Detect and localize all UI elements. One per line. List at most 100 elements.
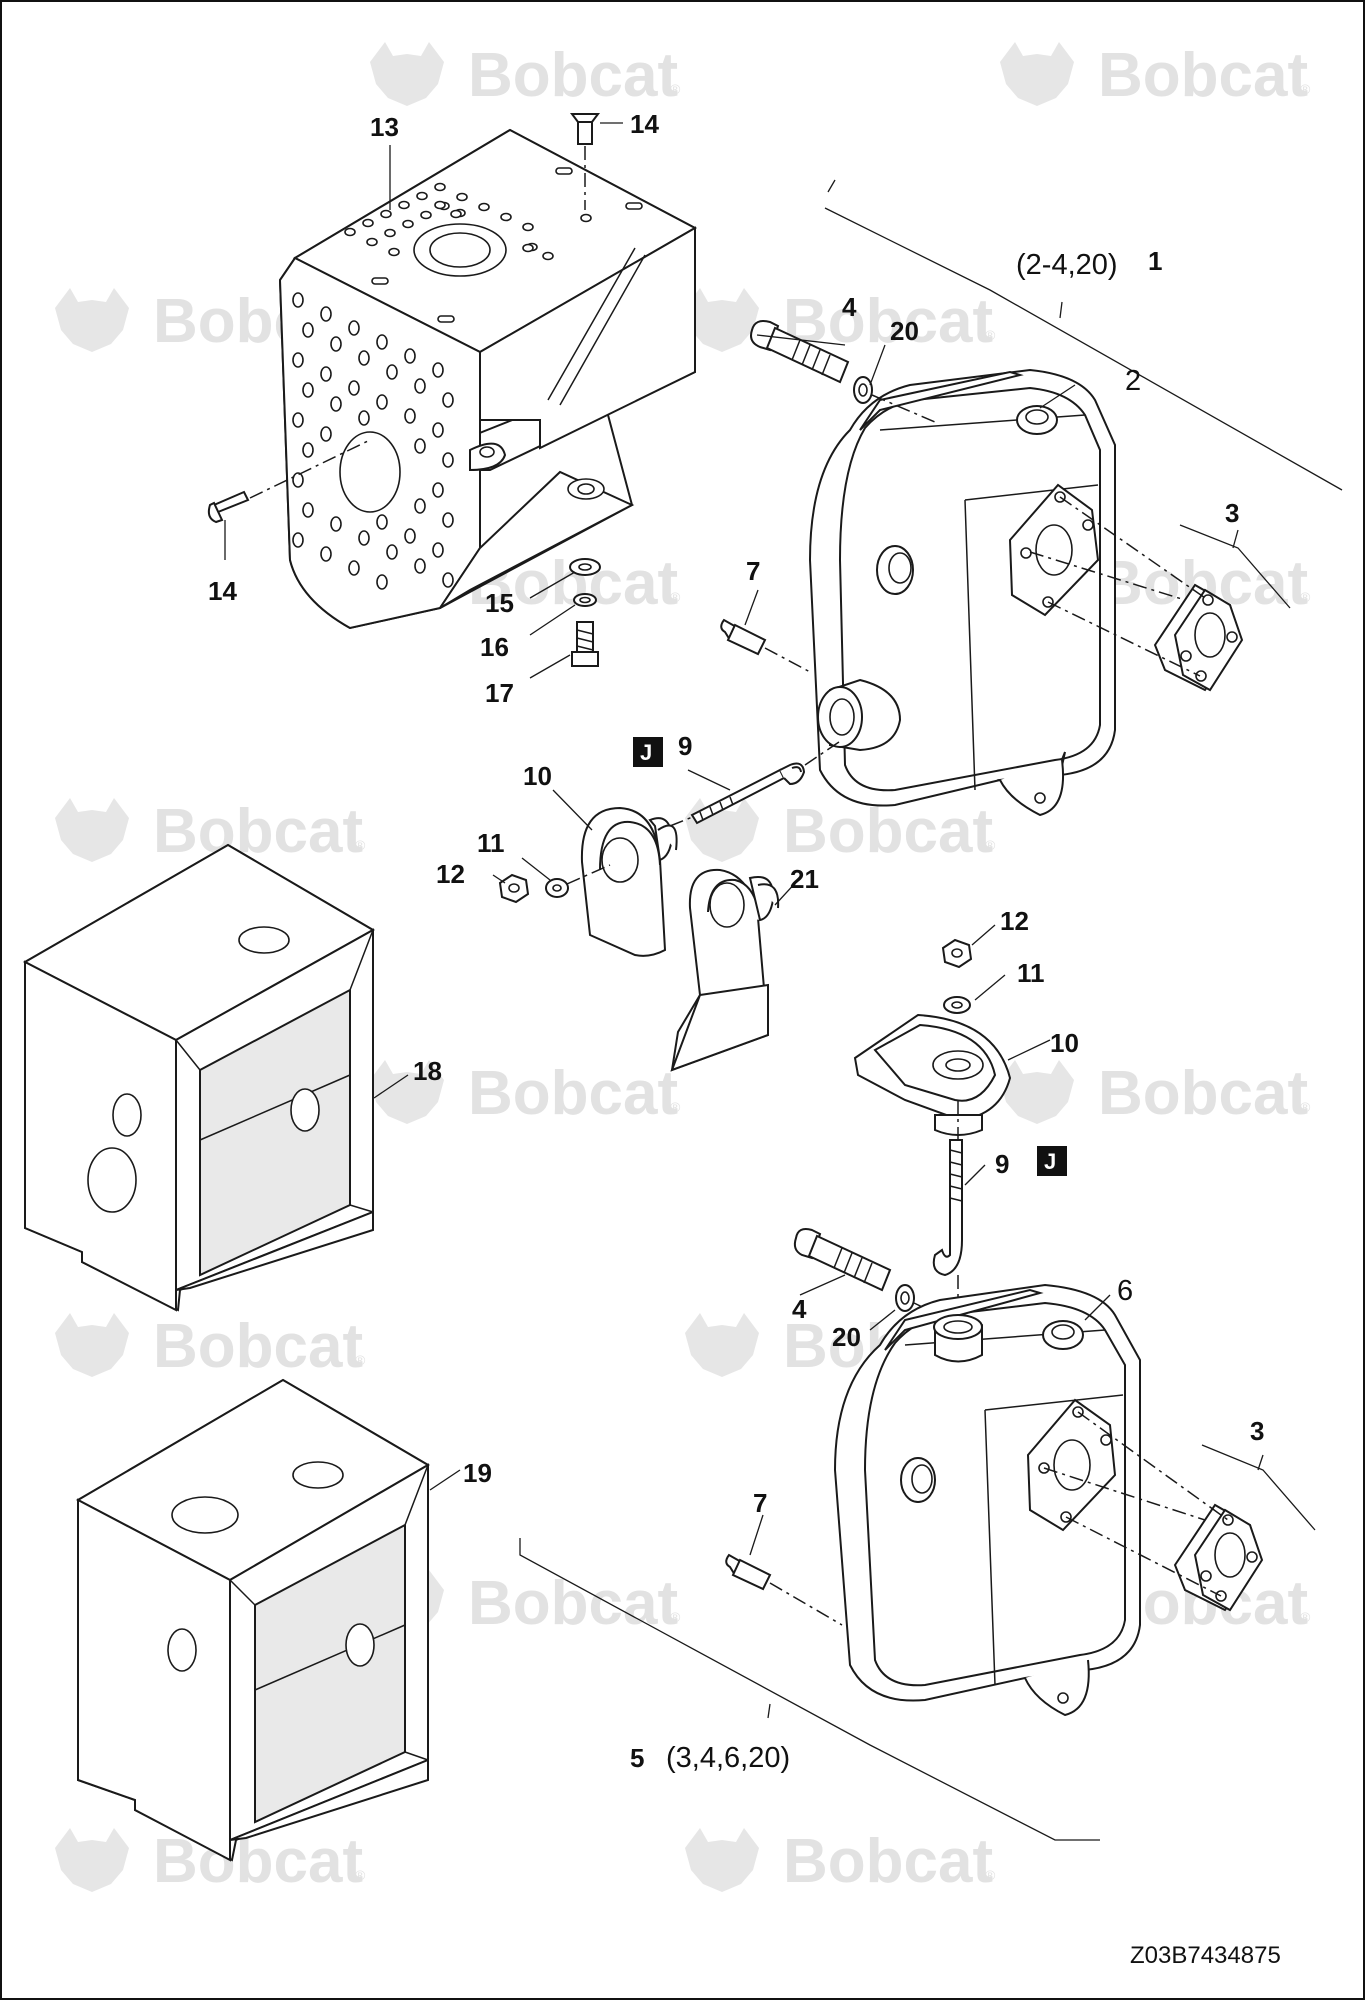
perforation-hole [376,394,388,410]
perforation-hole [348,380,360,396]
perforation-hole [404,348,416,364]
callout-12-upper: 12 [436,859,465,889]
marker-j-upper [633,737,663,767]
perforation-hole [386,544,398,560]
perforation-hole [358,350,370,366]
enclosure-18 [22,843,376,1312]
gasket-3-lower [1043,1411,1264,1612]
bobcat-watermark-reg: ® [1300,1609,1311,1625]
bobcat-logo-icon [370,1060,444,1124]
perforation-hole [434,182,446,192]
perforation-hole [362,218,374,228]
perforation-hole [414,378,426,394]
callout-4-upper: 4 [842,292,857,322]
lock-washer-16 [573,593,597,607]
callout-10-upper: 10 [523,761,552,791]
perforation-hole [404,528,416,544]
group-5-contents: (3,4,6,20) [666,1742,790,1774]
marker-j-upper-label: J [640,740,652,765]
bobcat-watermark-reg: ® [670,1609,681,1625]
bobcat-watermark-text: Bobcat [153,1312,363,1381]
bobcat-watermark-reg: ® [1300,1099,1311,1115]
bobcat-logo-icon [370,42,444,106]
perforation-hole [522,243,534,253]
nut-12-lower [941,938,973,969]
callout-1: 1 [1148,246,1162,276]
perforation-hole [366,237,378,247]
gasket-3-upper [1029,496,1244,692]
perforation-hole [404,408,416,424]
muffler-6 [833,1283,1141,1717]
callout-14-top: 14 [630,109,659,139]
bobcat-watermark-text: Bobcat [468,1059,678,1128]
bobcat-watermark: Bobcat® [1000,1059,1311,1128]
callout-20-lower: 20 [832,1322,861,1352]
perforation-hole [330,516,342,532]
marker-j-lower [1037,1146,1067,1176]
rubber-mount-10-upper [580,806,678,957]
callout-20-upper: 20 [890,316,919,346]
perforation-hole [320,306,332,322]
stud-7-lower [725,1553,843,1626]
callout-7-upper: 7 [746,556,760,586]
hook-bolt-9-upper [669,739,843,827]
bobcat-watermark-reg: ® [985,837,996,853]
perforation-hole [330,336,342,352]
bobcat-watermark: Bobcat® [685,287,996,356]
callout-11-upper: 11 [477,828,505,858]
muffler-2 [808,368,1116,817]
callout-12-lower: 12 [1000,906,1029,936]
bobcat-watermark-reg: ® [1300,81,1311,97]
perforation-hole [442,452,454,468]
perforation-hole [434,200,446,210]
perforation-hole [358,410,370,426]
perforation-hole [432,422,444,438]
perforation-hole [292,532,304,548]
screw-14-top [570,113,600,210]
perforation-hole [348,560,360,576]
bolt-4-lower [793,1228,892,1292]
callout-9-upper: 9 [678,731,692,761]
bobcat-watermark: Bobcat® [685,797,996,866]
perforation-hole [302,322,314,338]
perforation-hole [330,396,342,412]
bobcat-watermark: Bobcat® [1000,41,1311,110]
perforation-hole [292,472,304,488]
callout-6: 6 [1117,1275,1133,1307]
perforation-hole [420,210,432,220]
perforation-hole [398,200,410,210]
bobcat-watermark-text: Bobcat [153,797,363,866]
bobcat-logo-icon [55,1313,129,1377]
perforation-hole [478,202,490,212]
bobcat-watermark-reg: ® [355,1867,366,1883]
bobcat-watermark-reg: ® [355,837,366,853]
screw-14-left [207,439,371,524]
bobcat-logo-icon [55,1828,129,1892]
perforation-hole [320,426,332,442]
callout-15: 15 [485,588,514,618]
washer-11-lower [943,996,971,1014]
bobcat-watermark-text: Bobcat [468,41,678,110]
bobcat-watermark-reg: ® [670,589,681,605]
marker-j-lower-label: J [1044,1149,1056,1174]
callout-17: 17 [485,678,514,708]
perforation-hole [302,442,314,458]
callout-3-upper: 3 [1225,498,1239,528]
washer-11-upper [545,864,611,898]
heat-shield-13 [278,128,698,630]
perforation-hole [388,247,400,257]
callout-labels: 13 14 14 15 16 17 4 20 (2-4,20) 1 2 3 7 … [208,109,1264,1774]
callout-19: 19 [463,1458,492,1488]
bolt-17 [571,621,599,667]
bobcat-watermark-text: Bobcat [1098,1059,1308,1128]
perforation-hole [384,228,396,238]
perforation-hole [432,542,444,558]
leader-lines [224,122,1343,1841]
perforation-hole [414,498,426,514]
perforation-hole [432,362,444,378]
bobcat-watermark: Bobcat® [685,1827,996,1896]
bobcat-watermark: Bobcat® [370,41,681,110]
bobcat-logo-icon [685,1828,759,1892]
bobcat-watermark: Bobcat® [55,1312,366,1381]
perforation-hole [376,334,388,350]
